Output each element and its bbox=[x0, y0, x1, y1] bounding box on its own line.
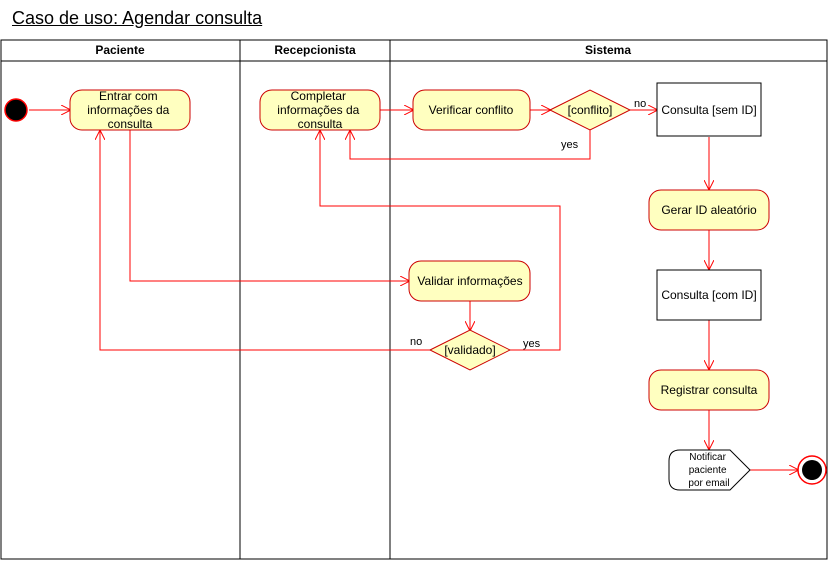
edge-validado-yes-to-completar bbox=[320, 131, 561, 351]
object-consulta-sem-id: Consulta [sem ID] bbox=[656, 82, 762, 137]
decision-validado: [validado] bbox=[428, 329, 512, 371]
activity-verificar-label: Verificar conflito bbox=[429, 103, 514, 117]
page-title: Caso de uso: Agendar consulta bbox=[12, 8, 263, 28]
send-signal-notificar: Notificar paciente por email bbox=[668, 449, 751, 491]
decision-conflito-label: [conflito] bbox=[568, 103, 613, 117]
activity-validar-label: Validar informações bbox=[417, 274, 522, 288]
activity-validar: Validar informações bbox=[408, 260, 531, 302]
activity-entrar-label: Entrar com informações da consulta bbox=[87, 89, 172, 131]
object-consulta-com-id: Consulta [com ID] bbox=[656, 269, 762, 321]
decision-validado-label: [validado] bbox=[444, 343, 495, 357]
edge-validado-no-to-entrar bbox=[100, 131, 430, 351]
object-consulta-sem-id-label: Consulta [sem ID] bbox=[661, 103, 756, 117]
lane-header-sistema: Sistema bbox=[585, 43, 631, 57]
object-consulta-com-id-label: Consulta [com ID] bbox=[661, 288, 756, 302]
activity-registrar-label: Registrar consulta bbox=[661, 383, 758, 397]
edge-label-validado-no: no bbox=[410, 336, 422, 348]
activity-gerar-id-label: Gerar ID aleatório bbox=[661, 203, 757, 217]
edge-conflito-yes-to-completar bbox=[350, 130, 591, 160]
activity-completar: Completar informações da consulta bbox=[259, 89, 381, 131]
lane-header-paciente: Paciente bbox=[95, 43, 145, 57]
activity-gerar-id: Gerar ID aleatório bbox=[648, 189, 770, 231]
activity-verificar: Verificar conflito bbox=[412, 89, 531, 131]
swimlane-frame bbox=[0, 39, 828, 560]
edge-label-conflito-yes: yes bbox=[561, 139, 579, 151]
lane-header-recepcionista: Recepcionista bbox=[274, 43, 356, 57]
edge-entrar-to-validar bbox=[129, 130, 409, 281]
decision-conflito: [conflito] bbox=[548, 89, 632, 131]
edges bbox=[29, 110, 798, 470]
edge-label-conflito-no: no bbox=[634, 98, 646, 110]
activity-registrar: Registrar consulta bbox=[648, 369, 770, 411]
start-node bbox=[4, 98, 28, 122]
send-signal-notificar-label: Notificar paciente por email bbox=[688, 452, 729, 489]
end-node bbox=[797, 455, 827, 485]
activity-completar-label: Completar informações da consulta bbox=[277, 89, 362, 131]
activity-entrar: Entrar com informações da consulta bbox=[69, 89, 191, 131]
edge-label-validado-yes: yes bbox=[523, 338, 541, 350]
